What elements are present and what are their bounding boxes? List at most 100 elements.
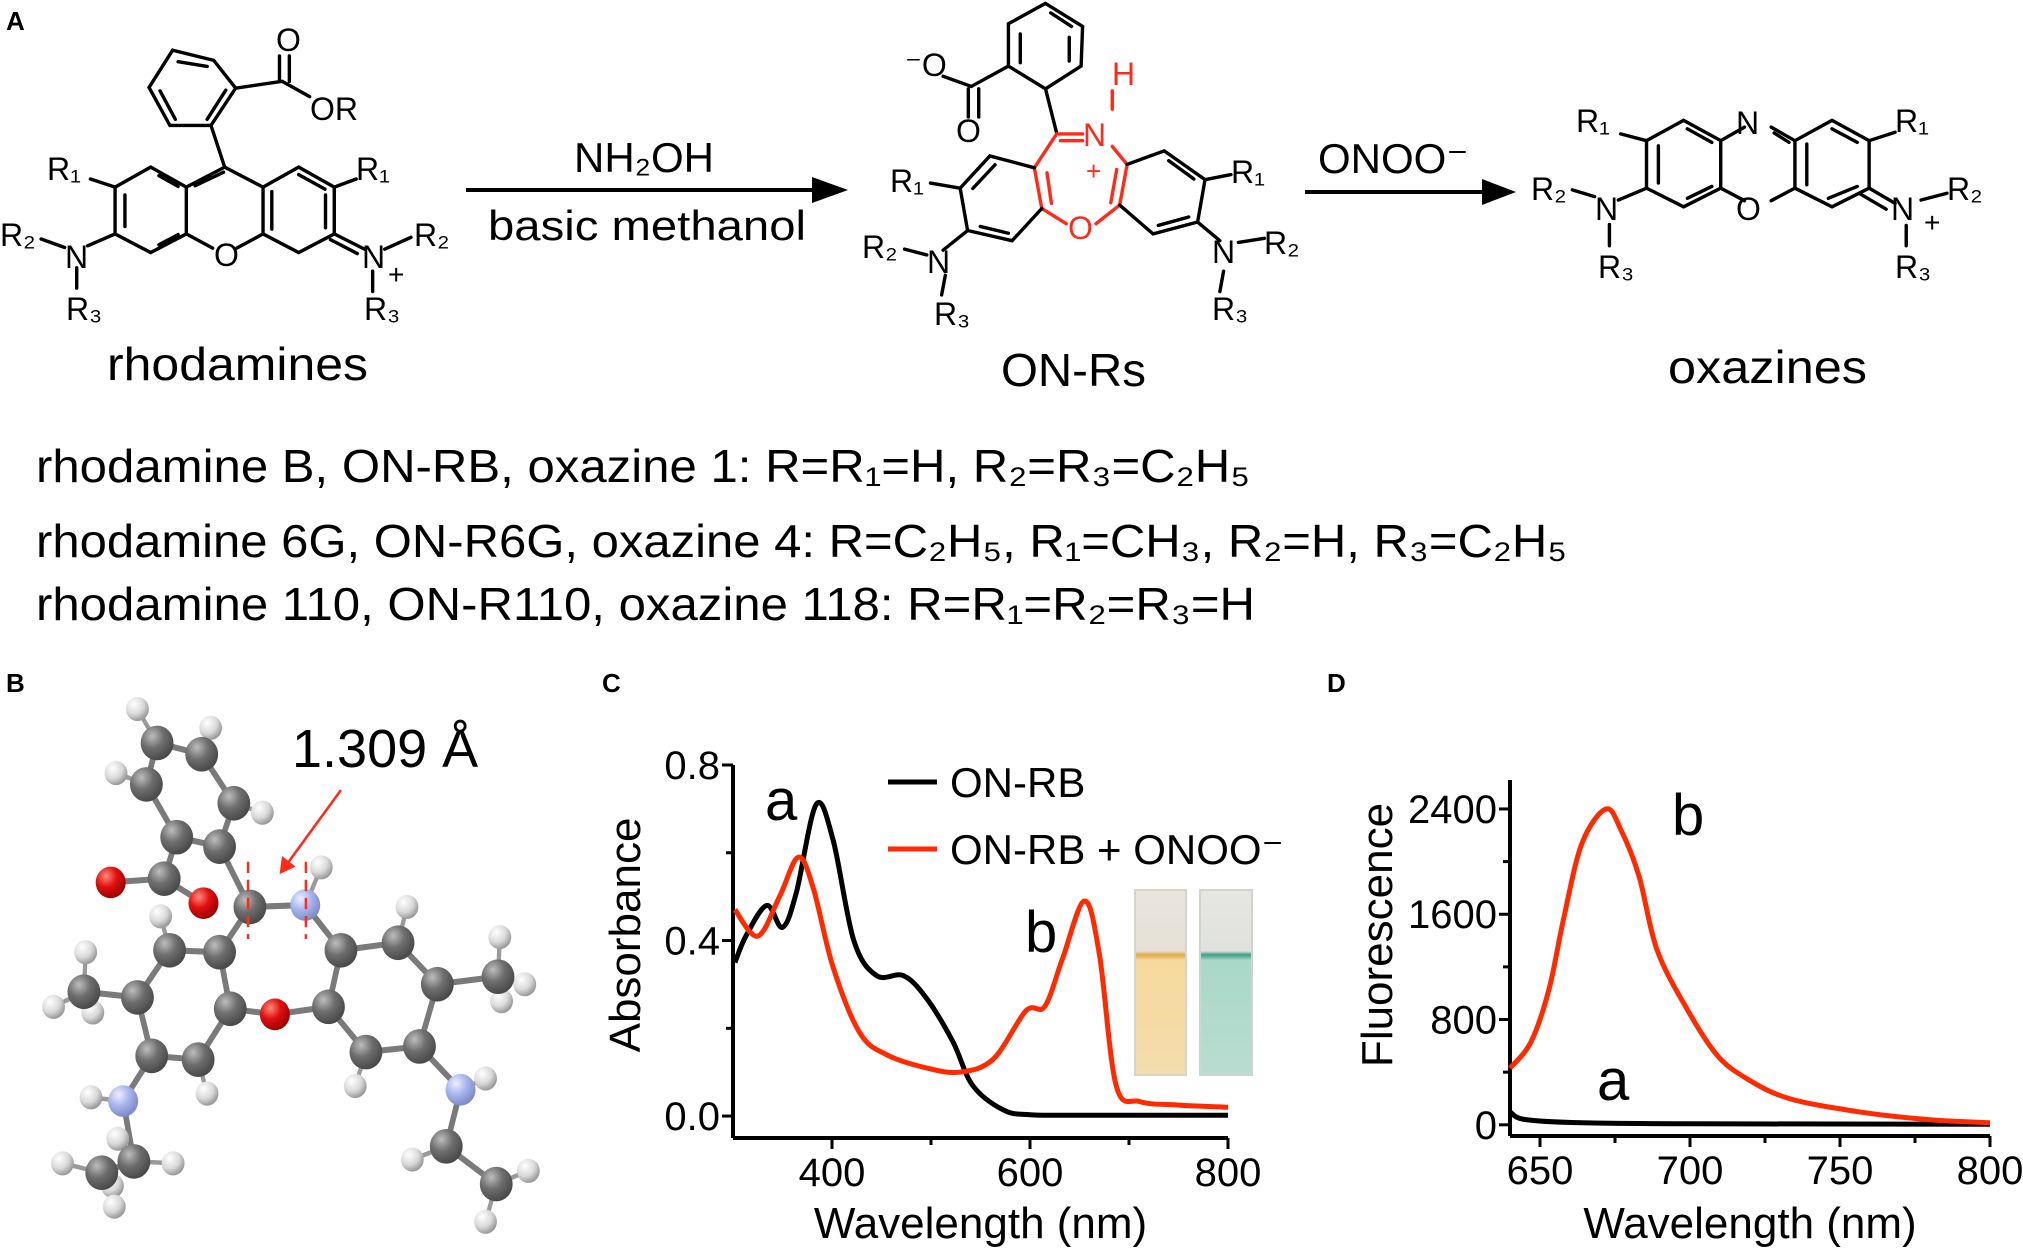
y-axis-title: Fluorescence — [1353, 803, 1402, 1067]
carbon-atom — [429, 1128, 463, 1164]
x-axis-title: Wavelength (nm) — [814, 1199, 1147, 1248]
hydrogen-atom — [106, 1126, 130, 1151]
y-tick-label: 0.0 — [664, 1095, 720, 1139]
atom-label: O — [1736, 191, 1761, 227]
x-tick-label: 800 — [1957, 1149, 2023, 1193]
on-r-structure: ⁻O O H N + O R₁ R₁ R₂ N R₃ N R₂ R₃ — [862, 3, 1947, 332]
charge-label: + — [388, 259, 404, 290]
atom-label: N — [1212, 234, 1235, 270]
oxygen-atom — [259, 998, 290, 1031]
bond-length-label: 1.309 Å — [292, 719, 478, 779]
x-axis-title: Wavelength (nm) — [1583, 1199, 1916, 1248]
atom-label: R₁ — [47, 151, 81, 187]
atom-label: R₂ — [414, 217, 450, 253]
y-tick-label: 0.4 — [664, 920, 720, 964]
hydrogen-atom — [161, 1151, 185, 1176]
atom-label: N — [927, 244, 950, 280]
cuvette-after-image — [1199, 889, 1253, 1076]
atom-label: R₃ — [934, 296, 970, 332]
compound-line-rhodamine-b: rhodamine B, ON-RB, oxazine 1: R=R₁=H, R… — [36, 440, 1250, 492]
compound-line-rhodamine-6g: rhodamine 6G, ON-R6G, oxazine 4: R=C₂H₅,… — [36, 515, 1567, 567]
atom-label: R₃ — [66, 291, 102, 327]
atom-label: H — [1112, 56, 1135, 92]
hydrogen-atom — [149, 904, 173, 929]
legend-label: ON-RB — [950, 759, 1085, 806]
carbon-atom — [67, 974, 101, 1010]
hydrogen-atom — [79, 1085, 103, 1110]
crystal-structure-model — [42, 696, 540, 1234]
carbon-atom — [217, 785, 251, 821]
curve-label-a: a — [1597, 1048, 1630, 1113]
atom-label: R₁ — [1576, 103, 1610, 139]
carbon-atom — [349, 1034, 383, 1070]
x-tick-label: 800 — [1195, 1151, 1262, 1195]
atom-label: OR — [310, 91, 358, 127]
hydrogen-atom — [513, 972, 537, 997]
carbon-atom — [147, 861, 181, 897]
carbon-atom — [481, 959, 515, 995]
hydrogen-atom — [488, 925, 512, 950]
carbon-atom — [479, 1166, 513, 1202]
carbon-atom — [117, 1144, 151, 1179]
carbon-atom — [213, 991, 247, 1027]
carbon-atom — [420, 966, 454, 1002]
carbon-atom — [324, 932, 358, 968]
atom-label: N — [1595, 191, 1618, 227]
hydrogen-atom — [309, 855, 333, 880]
curve-label-b: b — [1672, 783, 1704, 848]
atom-label: R₂ — [1947, 171, 1983, 207]
atom-label: N — [1736, 105, 1759, 141]
hydrogen-atom — [51, 1151, 74, 1176]
atom-label: O — [214, 237, 239, 273]
atom-label: O — [1068, 210, 1093, 246]
oxazines-label: oxazines — [1668, 341, 1867, 393]
hydrogen-atom — [400, 1147, 424, 1172]
hydrogen-atom — [490, 989, 514, 1014]
carbon-atom — [185, 736, 219, 772]
hydrogen-atom — [343, 1073, 367, 1099]
hydrogen-atom — [126, 696, 149, 722]
on-rs-label: ON-Rs — [1001, 344, 1146, 396]
legend-label: ON-RB + ONOO⁻ — [950, 826, 1284, 873]
carbon-atom — [403, 1029, 436, 1064]
reagent-nh2oh: NH₂OH — [574, 134, 714, 181]
atom-label: N — [1891, 191, 1914, 227]
hydrogen-atom — [474, 1066, 497, 1091]
arrow-head-icon — [279, 856, 296, 875]
rhodamines-label: rhodamines — [107, 338, 368, 390]
panel-label-c: C — [602, 668, 621, 698]
hydrogen-atom — [42, 994, 65, 1019]
y-tick-label: 2400 — [1408, 788, 1497, 832]
atom-label: O — [956, 113, 981, 149]
compound-line-rhodamine-110: rhodamine 110, ON-R110, oxazine 118: R=R… — [36, 578, 1255, 630]
hydrogen-atom — [104, 761, 128, 786]
atom-label: N — [1083, 117, 1106, 153]
carbon-atom — [135, 1038, 169, 1074]
atom-label: N — [65, 239, 88, 275]
curve-label-b: b — [1025, 900, 1057, 965]
atom-label: R₂ — [0, 217, 36, 253]
hydrogen-atom — [250, 800, 274, 825]
x-tick-label: 700 — [1657, 1149, 1724, 1193]
y-tick-label: 0 — [1475, 1104, 1497, 1148]
atom-label: R₃ — [1598, 249, 1634, 285]
panel-label-a: A — [6, 6, 25, 36]
reaction-arrow-1: NH₂OH basic methanol — [466, 134, 848, 249]
reagent-peroxynitrite: ONOO⁻ — [1318, 135, 1469, 182]
hydrogen-atom — [74, 940, 98, 965]
series-line-a — [732, 800, 1228, 1118]
panel-label-b: B — [6, 668, 25, 698]
carbon-atom — [203, 934, 236, 970]
cuvette-photos — [1134, 889, 1253, 1076]
series-line-a — [1508, 1109, 1991, 1127]
carbon-atom — [153, 932, 186, 968]
reaction-conditions: basic methanol — [488, 202, 806, 249]
series-line-b — [1508, 806, 1991, 1126]
x-tick-label: 650 — [1507, 1149, 1574, 1193]
x-tick-label: 400 — [799, 1151, 866, 1195]
arrow-head-icon — [1482, 179, 1516, 205]
x-tick-label: 600 — [997, 1151, 1064, 1195]
carbon-atom — [140, 725, 174, 761]
